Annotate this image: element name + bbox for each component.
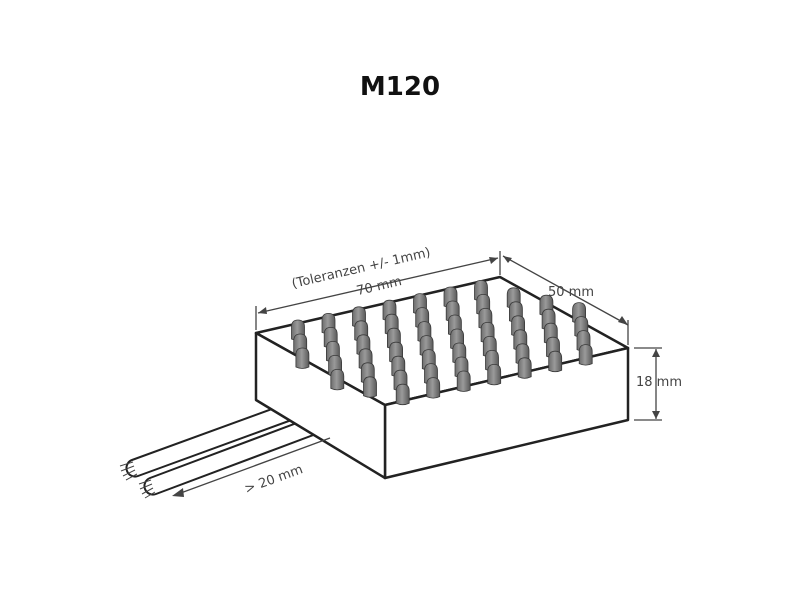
diagram-title: M120 bbox=[359, 72, 441, 102]
pin bbox=[395, 383, 410, 406]
arrow-heads bbox=[172, 256, 660, 497]
pin bbox=[548, 350, 563, 373]
pin bbox=[363, 376, 377, 398]
height-dimension-label: 18 mm bbox=[636, 375, 682, 390]
pin bbox=[295, 347, 310, 369]
pin bbox=[330, 368, 345, 391]
cable-length-label: > 20 mm bbox=[243, 462, 305, 497]
pin bbox=[426, 377, 441, 399]
pin bbox=[456, 370, 471, 392]
pin bbox=[517, 357, 532, 379]
length-dimension-label: 70 mm bbox=[355, 274, 403, 299]
width-dimension-label: 50 mm bbox=[548, 285, 594, 300]
pin bbox=[487, 363, 502, 386]
pin bbox=[578, 344, 593, 366]
pin-array bbox=[291, 279, 593, 406]
dimension-lines bbox=[177, 251, 662, 495]
wire-strands bbox=[119, 461, 156, 499]
module-box bbox=[254, 275, 630, 480]
